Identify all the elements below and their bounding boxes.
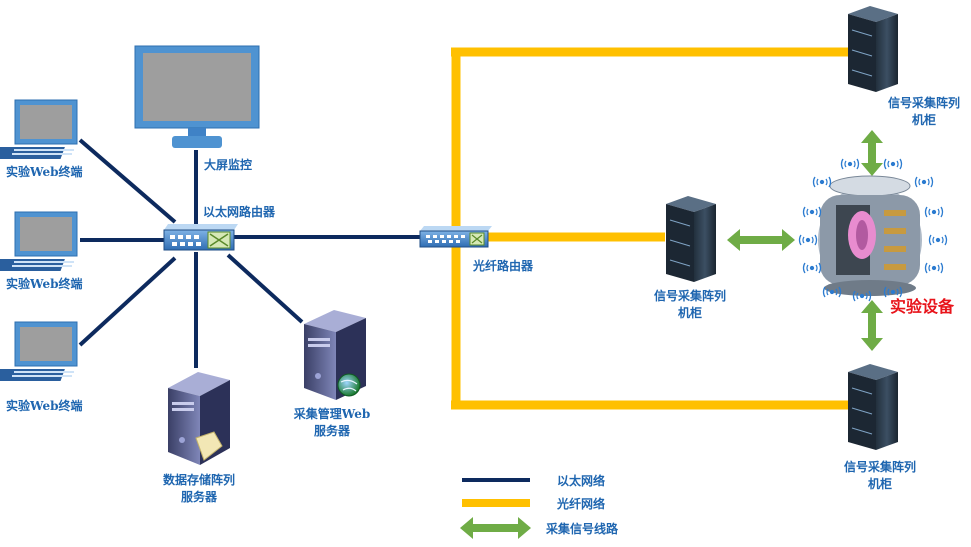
label-cabinet-bottom-line1: 信号采集阵列 — [843, 460, 917, 474]
label-web-terminal-1: 实验Web终端 — [6, 165, 83, 179]
legend-fiber-label: 光纤网络 — [557, 497, 606, 511]
signal-lines — [727, 130, 883, 351]
collect-server-icon — [304, 310, 366, 400]
label-storage-server-line1: 数据存储阵列 — [162, 473, 236, 487]
label-collect-server-line1: 采集管理Web — [293, 407, 371, 421]
eth-to-terminal-3 — [78, 256, 177, 347]
label-cabinet-mid-line2: 机柜 — [677, 306, 703, 320]
label-cabinet-mid-line1: 信号采集阵列 — [653, 289, 727, 303]
label-experiment-device: 实验设备 — [890, 297, 955, 316]
label-cabinet-bottom-line2: 机柜 — [867, 477, 893, 491]
wireless-icon — [798, 158, 948, 302]
signal-arrow-top — [861, 130, 883, 176]
signal-arrow-bottom — [861, 300, 883, 351]
ethernet-router-icon — [163, 224, 238, 251]
fiber-network — [451, 47, 848, 410]
legend-signal-swatch — [460, 517, 531, 539]
cabinet-mid-icon — [666, 196, 716, 282]
label-big-screen: 大屏监控 — [204, 158, 253, 172]
legend-ethernet-label: 以太网络 — [557, 474, 606, 488]
storage-server-icon — [168, 372, 230, 465]
label-cabinet-top-line2: 机柜 — [911, 113, 937, 127]
label-web-terminal-3: 实验Web终端 — [6, 399, 83, 413]
web-terminal-1 — [0, 99, 78, 159]
experiment-device-icon — [798, 158, 948, 302]
label-fiber-router: 光纤路由器 — [473, 259, 534, 273]
legend-signal-label: 采集信号线路 — [546, 522, 619, 536]
label-cabinet-top-line1: 信号采集阵列 — [887, 96, 961, 110]
legend — [460, 478, 531, 539]
web-terminal-2 — [0, 211, 78, 271]
signal-arrow-mid — [727, 229, 795, 251]
big-screen-monitor — [134, 45, 260, 148]
cabinet-bottom-icon — [848, 364, 898, 450]
web-terminal-3 — [0, 321, 78, 381]
label-eth-router: 以太网路由器 — [203, 205, 276, 219]
eth-to-terminal-1 — [78, 138, 177, 224]
fiber-router-icon — [419, 226, 492, 248]
label-collect-server-line2: 服务器 — [313, 424, 351, 438]
cabinet-top-icon — [848, 6, 898, 92]
label-storage-server-line2: 服务器 — [180, 490, 218, 504]
ethernet-network — [78, 138, 422, 368]
eth-to-collect-server — [226, 253, 304, 324]
label-web-terminal-2: 实验Web终端 — [6, 277, 83, 291]
